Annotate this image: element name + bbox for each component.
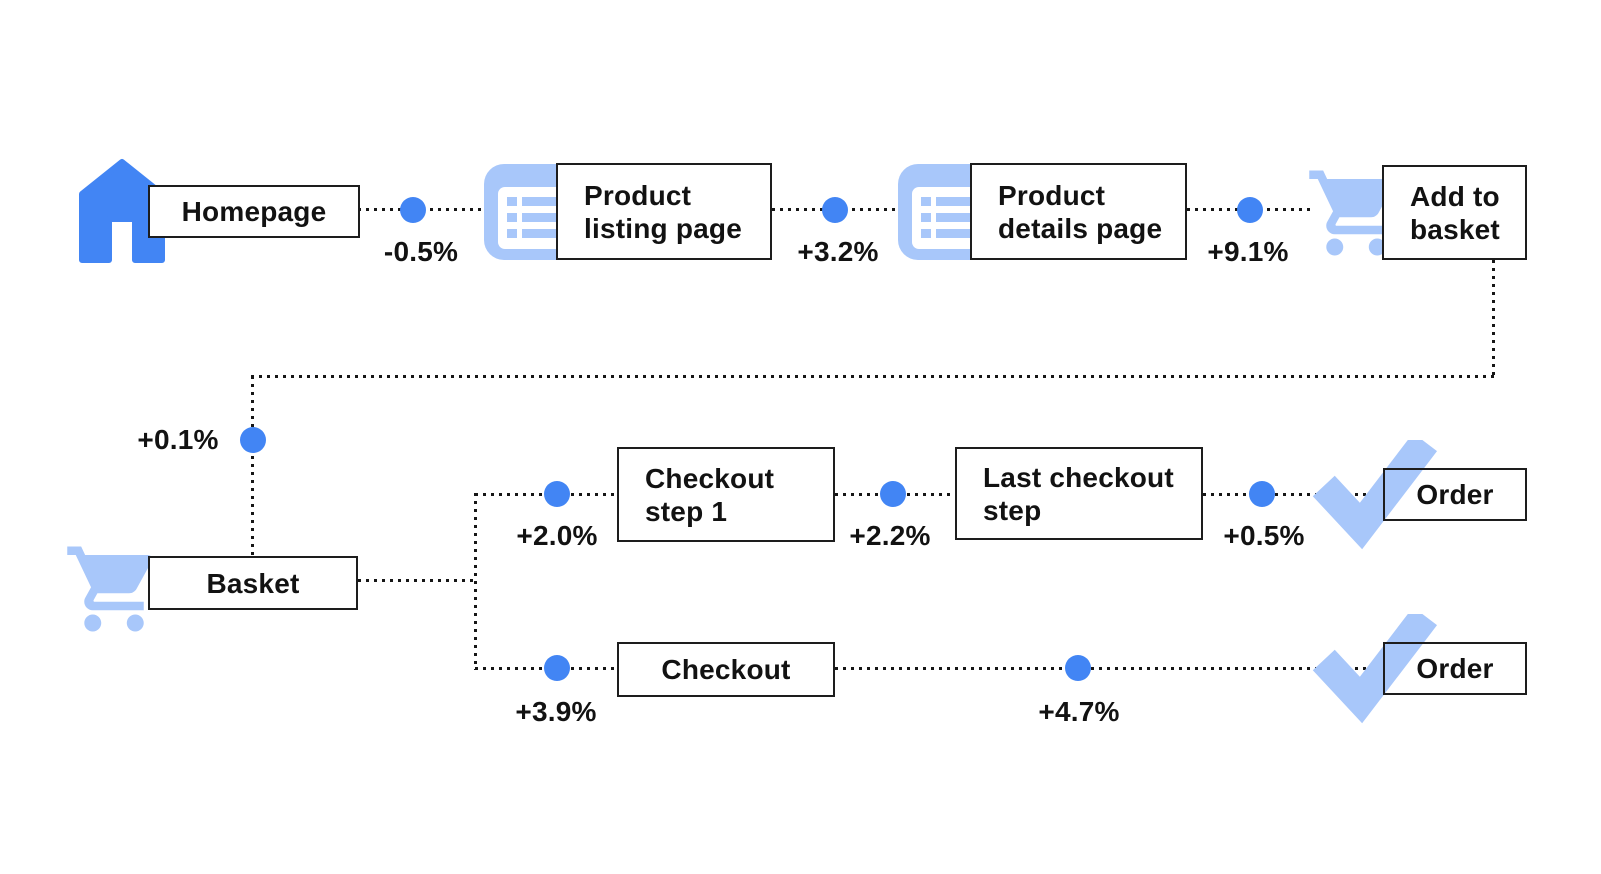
node-label: Order (1416, 653, 1494, 684)
node-label: Homepage (181, 196, 327, 227)
connector-checkout-to-order (835, 667, 1383, 670)
step-dot (822, 197, 848, 223)
connector-add-to-basket-drop (1492, 260, 1495, 378)
node-label: Order (1416, 479, 1494, 510)
node-homepage: Homepage (148, 185, 360, 238)
delta-label: +3.2% (797, 236, 879, 267)
node-add-to-basket: Add to basket (1382, 165, 1527, 260)
node-label: Product listing page (584, 179, 742, 244)
node-label: Last checkout step (983, 461, 1174, 526)
delta-label: +9.1% (1207, 236, 1289, 267)
connector-last-step-to-order (1203, 493, 1383, 496)
step-dot (544, 481, 570, 507)
delta-label: +0.5% (1223, 520, 1305, 551)
node-order-top: Order (1383, 468, 1527, 521)
step-dot (1065, 655, 1091, 681)
connector-branch-vertical (474, 493, 477, 670)
connector-basket-right (358, 579, 477, 582)
node-product-details-page: Product details page (970, 163, 1187, 260)
connector-drop-to-basket (251, 376, 254, 556)
node-checkout-step-1: Checkout step 1 (617, 447, 835, 542)
node-label: Add to basket (1410, 180, 1500, 245)
delta-label: +2.0% (516, 520, 598, 551)
step-dot (240, 427, 266, 453)
step-dot (1249, 481, 1275, 507)
node-label: Basket (206, 567, 300, 599)
delta-label: +4.7% (1038, 696, 1120, 727)
connector-return-horizontal (251, 375, 1494, 378)
delta-label: +2.2% (849, 520, 931, 551)
delta-label: -0.5% (383, 236, 459, 267)
step-dot (880, 481, 906, 507)
node-label: Checkout (661, 654, 791, 685)
delta-label: +3.9% (515, 696, 597, 727)
node-last-checkout-step: Last checkout step (955, 447, 1203, 540)
node-label: Product details page (998, 179, 1163, 244)
cart-icon (67, 546, 153, 632)
step-dot (544, 655, 570, 681)
step-dot (1237, 197, 1263, 223)
node-checkout: Checkout (617, 642, 835, 697)
node-order-bottom: Order (1383, 642, 1527, 695)
check-icon (1312, 614, 1438, 724)
step-dot (400, 197, 426, 223)
cart-icon (1309, 170, 1395, 256)
node-label: Checkout step 1 (645, 462, 775, 527)
delta-label: +0.1% (137, 424, 219, 455)
node-product-listing-page: Product listing page (556, 163, 772, 260)
node-basket: Basket (148, 556, 358, 610)
check-icon (1312, 440, 1438, 550)
